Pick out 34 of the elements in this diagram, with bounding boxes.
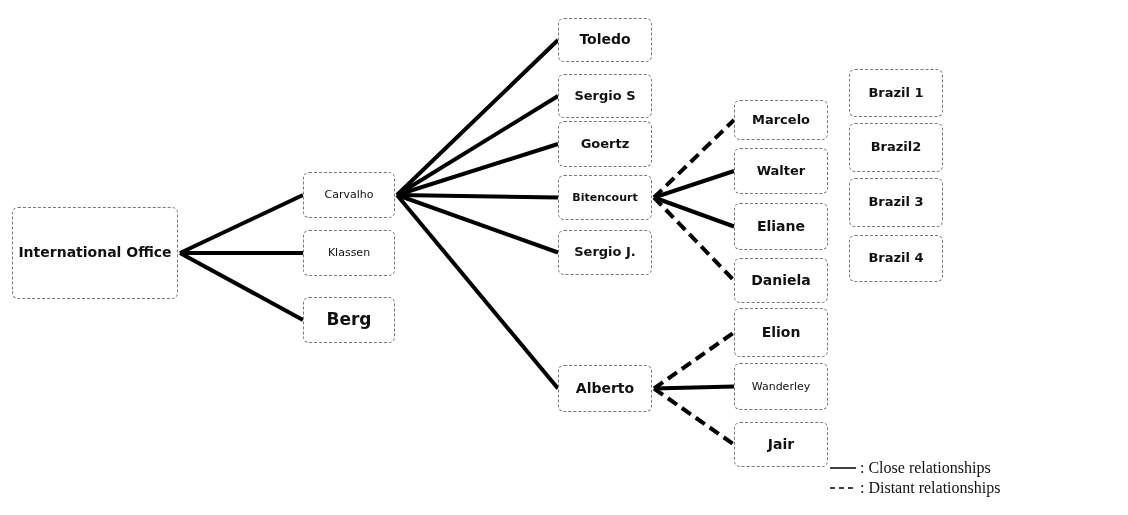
name-box: Brazil 3	[849, 178, 943, 227]
connector	[179, 251, 304, 322]
name-box: Goertz	[558, 121, 652, 167]
name-box: Daniela	[734, 258, 828, 303]
connector	[395, 94, 560, 197]
connector	[179, 193, 304, 255]
name-box: International Office	[12, 207, 178, 299]
dashed-connector	[652, 330, 736, 391]
name-box: Klassen	[303, 230, 395, 276]
name-box: Jair	[734, 422, 828, 467]
dashed-connector	[652, 196, 736, 282]
legend-text: : Distant relationships	[860, 479, 1001, 497]
name-box: Sergio J.	[558, 230, 652, 275]
name-box: Brazil 4	[849, 235, 943, 282]
name-box: Wanderley	[734, 363, 828, 410]
name-box: Elion	[734, 308, 828, 357]
name-box: Marcelo	[734, 100, 828, 140]
name-box: Walter	[734, 148, 828, 194]
name-box: Alberto	[558, 365, 652, 412]
name-box: Bitencourt	[558, 175, 652, 220]
connector	[653, 195, 735, 229]
name-box: Carvalho	[303, 172, 395, 218]
name-box: Brazil 1	[849, 69, 943, 117]
legend-text: : Close relationships	[860, 459, 991, 477]
name-box: Brazil2	[849, 123, 943, 172]
name-box: Toledo	[558, 18, 652, 62]
name-box: Berg	[303, 297, 395, 343]
connector	[396, 193, 559, 255]
name-box: Sergio S	[558, 74, 652, 118]
connector	[653, 169, 735, 200]
dashed-connector	[652, 118, 736, 199]
connector	[395, 193, 560, 390]
dashed-connector	[652, 386, 736, 447]
name-box: Eliane	[734, 203, 828, 250]
